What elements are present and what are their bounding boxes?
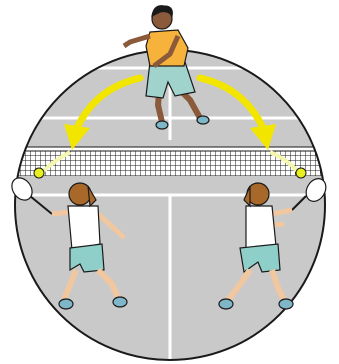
ball-left xyxy=(34,168,44,178)
court xyxy=(0,40,339,364)
ball-right xyxy=(296,168,306,178)
